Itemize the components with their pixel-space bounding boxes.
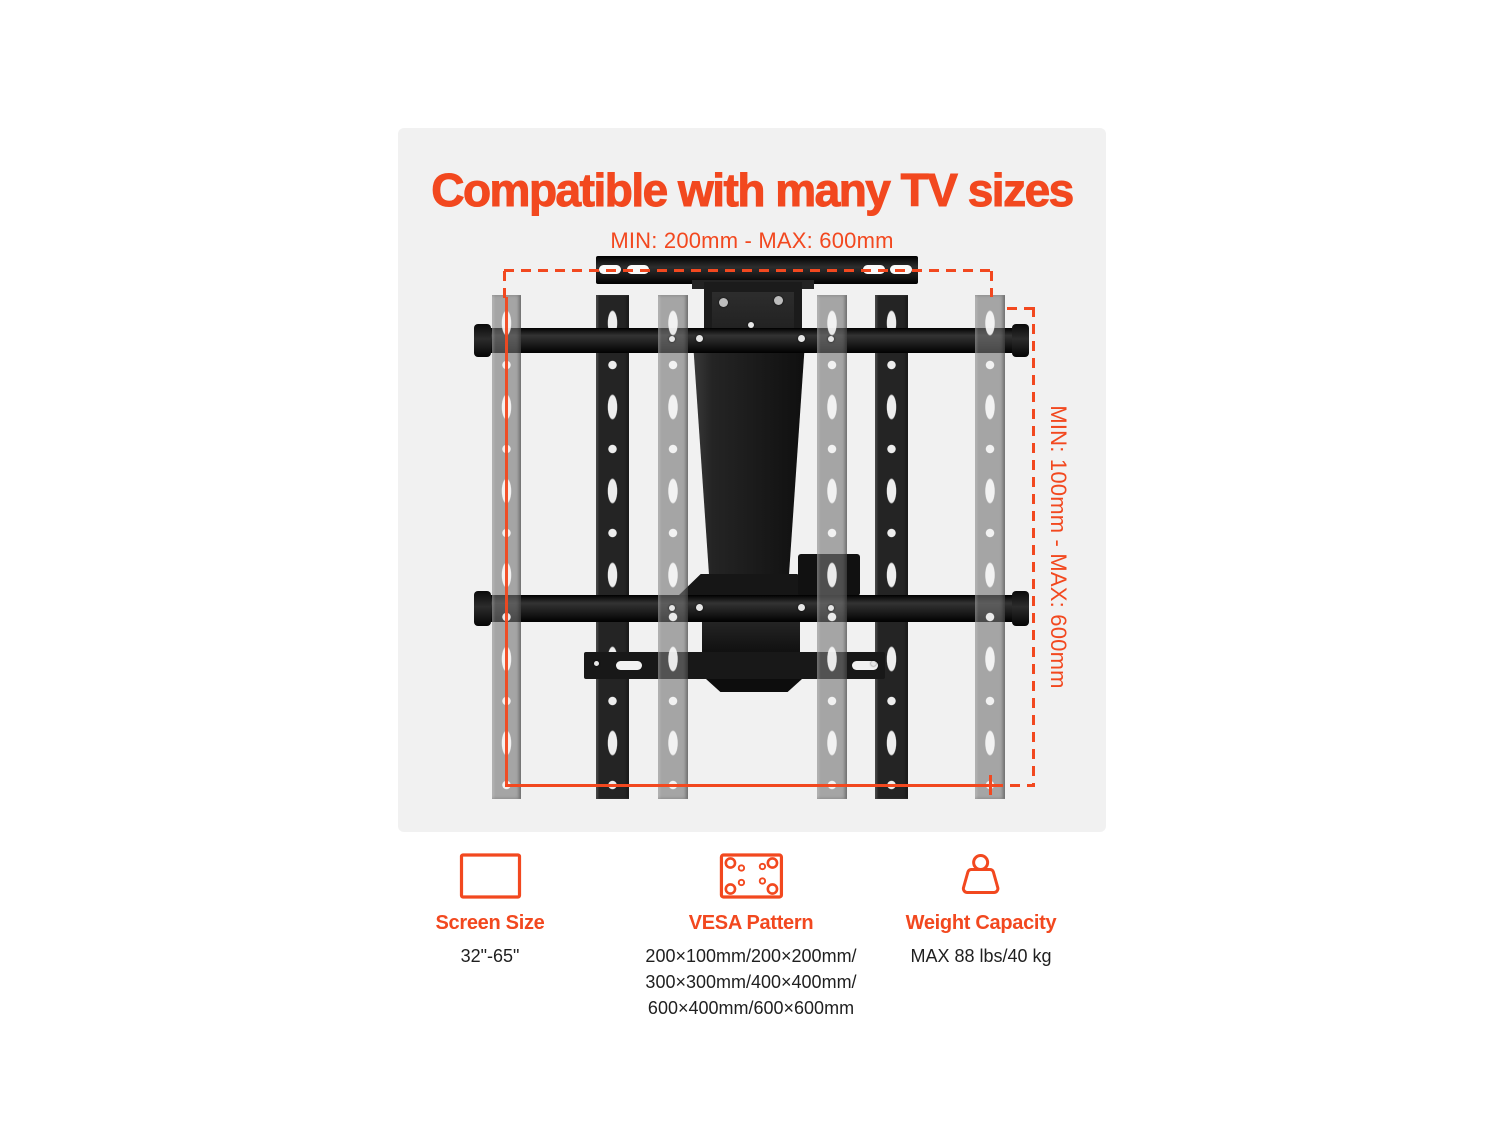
dimension-line-left-solid (505, 297, 508, 787)
bar-end-cap (1012, 324, 1029, 357)
vesa-rail-ghost-outer-right (975, 295, 1005, 799)
vesa-rail-black-right (875, 295, 908, 799)
gear-box (702, 622, 800, 656)
screw (871, 661, 876, 666)
vesa-rail-black-left (596, 295, 629, 799)
page-title: Compatible with many TV sizes (431, 164, 1075, 217)
vesa-size-line: 300×300mm/400×400mm/ (645, 972, 857, 992)
weight-capacity-icon (962, 854, 1000, 894)
feature-weight-capacity: Weight Capacity MAX 88 lbs/40 kg (906, 853, 1057, 969)
feature-value: MAX 88 lbs/40 kg (910, 946, 1052, 966)
screw (748, 322, 754, 328)
vesa-slot (852, 661, 878, 670)
bar-end-cap (1012, 591, 1029, 626)
feature-label: Screen Size (435, 912, 545, 934)
screw (774, 296, 783, 305)
screw (828, 336, 834, 342)
top-dimension-label: MIN: 200mm - MAX: 600mm (610, 228, 894, 253)
screw (669, 336, 675, 342)
screw (594, 661, 599, 666)
dimension-line-corner-left (503, 271, 506, 299)
lift-column-foot (678, 574, 820, 596)
screw (669, 605, 675, 611)
vesa-rail-ghost-inner-right (817, 295, 847, 799)
screw (696, 335, 703, 342)
dimension-line-right-dashed (1032, 307, 1035, 787)
vesa-size-line: 200×100mm/200×200mm/ (645, 946, 857, 966)
vesa-pattern-icon (719, 853, 783, 899)
dimension-connector-right (1007, 307, 1034, 310)
dimension-line-corner-right (990, 271, 993, 297)
feature-label: VESA Pattern (688, 912, 814, 934)
lift-column (693, 344, 805, 576)
screw (696, 604, 703, 611)
dimension-line-bottom-dashed (993, 784, 1035, 787)
feature-value: 200×100mm/200×200mm/ 300×300mm/400×400mm… (645, 943, 856, 1021)
feature-value: 32"-65" (460, 946, 520, 966)
side-dimension-label: MIN: 100mm - MAX: 600mm (1046, 405, 1071, 689)
vesa-rail-ghost-inner-left (658, 295, 688, 799)
dimension-line-top-dashed (504, 269, 993, 272)
screw (828, 605, 834, 611)
bar-end-cap (474, 591, 491, 626)
screw (798, 335, 805, 342)
feature-screen-size: Screen Size 32"-65" (436, 853, 545, 969)
lower-crossbar (478, 595, 1028, 622)
screen-size-icon (459, 853, 521, 899)
feature-vesa-pattern: VESA Pattern 200×100mm/200×200mm/ 300×30… (645, 853, 857, 1021)
dimension-tick-right (989, 775, 992, 795)
bracket-foot (706, 679, 802, 692)
screw (719, 298, 728, 307)
upper-crossbar (478, 328, 1028, 353)
bar-end-cap (474, 324, 491, 357)
screw (798, 604, 805, 611)
feature-label: Weight Capacity (905, 912, 1057, 934)
vesa-slot (616, 661, 642, 670)
vesa-size-line: 600×400mm/600×600mm (647, 998, 855, 1018)
dimension-line-bottom-solid (505, 784, 993, 787)
